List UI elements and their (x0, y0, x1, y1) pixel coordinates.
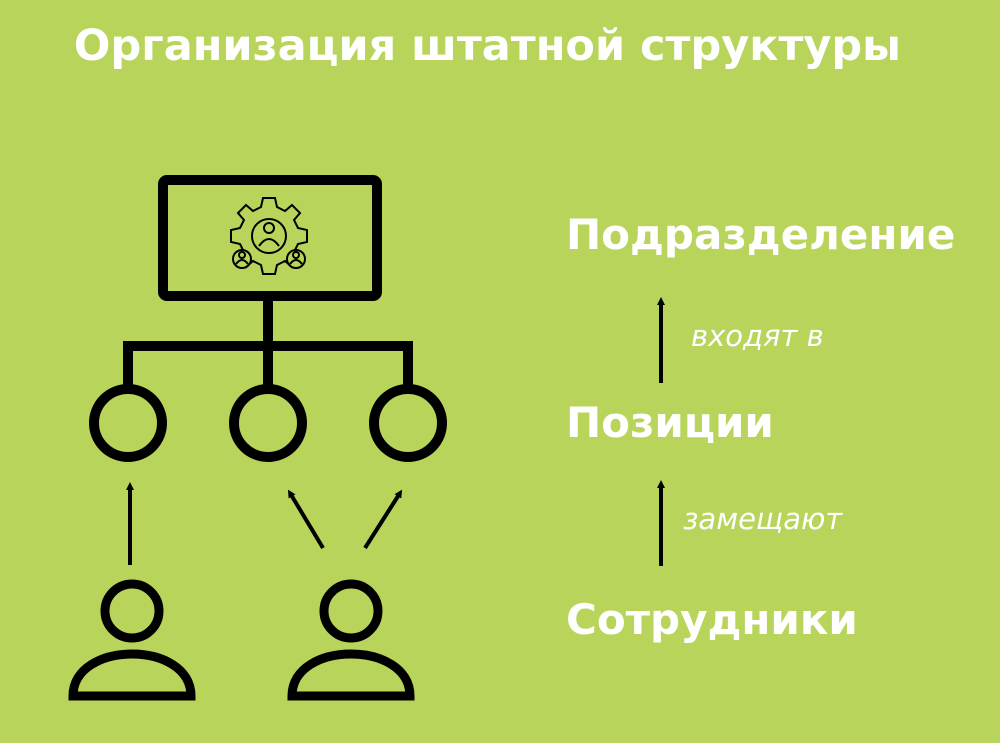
relation-replace-label: замещают (683, 502, 843, 536)
employee-icon (68, 579, 196, 701)
relation-enter-label: входят в (691, 319, 824, 353)
gear-with-people-icon (230, 197, 308, 275)
position-node (369, 384, 447, 462)
position-node (229, 384, 307, 462)
tree-connectors (123, 296, 413, 390)
employee-icon (287, 579, 415, 701)
position-node (89, 384, 167, 462)
level-positions-label: Позиции (566, 398, 774, 447)
assignment-arrows (126, 482, 403, 565)
level-unit-label: Подразделение (566, 210, 956, 259)
level-employees-label: Сотрудники (566, 595, 858, 644)
page-title: Организация штатной структуры (73, 21, 902, 71)
arrow-up-right (363, 489, 403, 550)
arrow-up-left (287, 489, 325, 550)
